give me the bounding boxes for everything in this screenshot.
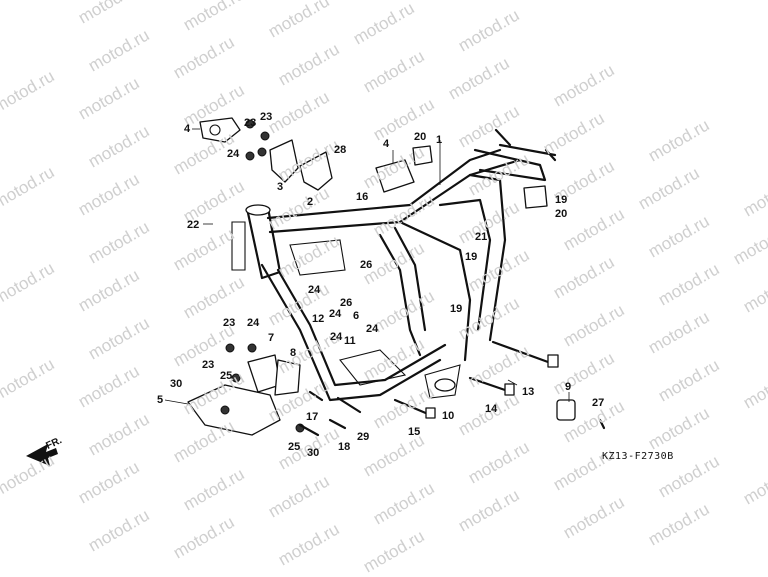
callout-18: 18 [338, 441, 351, 453]
callout-6: 6 [353, 310, 360, 322]
callout-3: 3 [277, 181, 284, 193]
callout-24a: 24 [227, 148, 240, 160]
callout-21: 21 [475, 231, 488, 243]
callout-23c: 23 [223, 317, 236, 329]
callout-19a: 19 [555, 194, 568, 206]
callout-19b: 19 [465, 251, 478, 263]
callout-24e: 24 [247, 317, 260, 329]
callout-28: 28 [334, 144, 347, 156]
callout-7: 7 [268, 332, 275, 344]
diagram-code: KZ13-F2730B [602, 451, 674, 462]
callout-17: 17 [306, 411, 319, 423]
callout-24d: 24 [330, 331, 343, 343]
callout-27: 27 [592, 397, 605, 409]
callout-20a: 20 [414, 131, 427, 143]
callout-10: 10 [442, 410, 455, 422]
callout-26b: 26 [340, 297, 353, 309]
callout-30a: 30 [170, 378, 183, 390]
callout-13: 13 [522, 386, 535, 398]
callout-23b: 23 [260, 111, 273, 123]
callout-24b: 24 [308, 284, 321, 296]
leader-lines [164, 128, 570, 405]
callout-4a: 4 [184, 123, 191, 135]
callout-25a: 25 [220, 370, 233, 382]
callout-1: 1 [436, 134, 443, 146]
callout-30b: 30 [307, 447, 320, 459]
callout-4b: 4 [383, 138, 390, 150]
callout-12: 12 [312, 313, 325, 325]
callout-23d: 23 [202, 359, 215, 371]
callout-26a: 26 [360, 259, 373, 271]
callout-19c: 19 [450, 303, 463, 315]
bolts [298, 128, 606, 437]
callout-16: 16 [356, 191, 369, 203]
lower-left-parts [187, 343, 305, 436]
callout-23a: 23 [244, 117, 257, 129]
callout-22: 22 [187, 219, 200, 231]
callout-11: 11 [344, 335, 356, 347]
upper-left-parts [199, 117, 548, 209]
callout-9: 9 [565, 381, 572, 393]
callout-5: 5 [157, 394, 164, 406]
callout-20b: 20 [555, 208, 568, 220]
callout-29: 29 [357, 431, 370, 443]
callout-24f: 24 [329, 308, 342, 320]
callout-2: 2 [307, 196, 314, 208]
callout-25b: 25 [288, 441, 301, 453]
callout-14: 14 [485, 403, 498, 415]
callout-8: 8 [290, 347, 297, 359]
callout-24c: 24 [366, 323, 379, 335]
callout-15: 15 [408, 426, 421, 438]
front-arrow-icon [26, 444, 58, 466]
